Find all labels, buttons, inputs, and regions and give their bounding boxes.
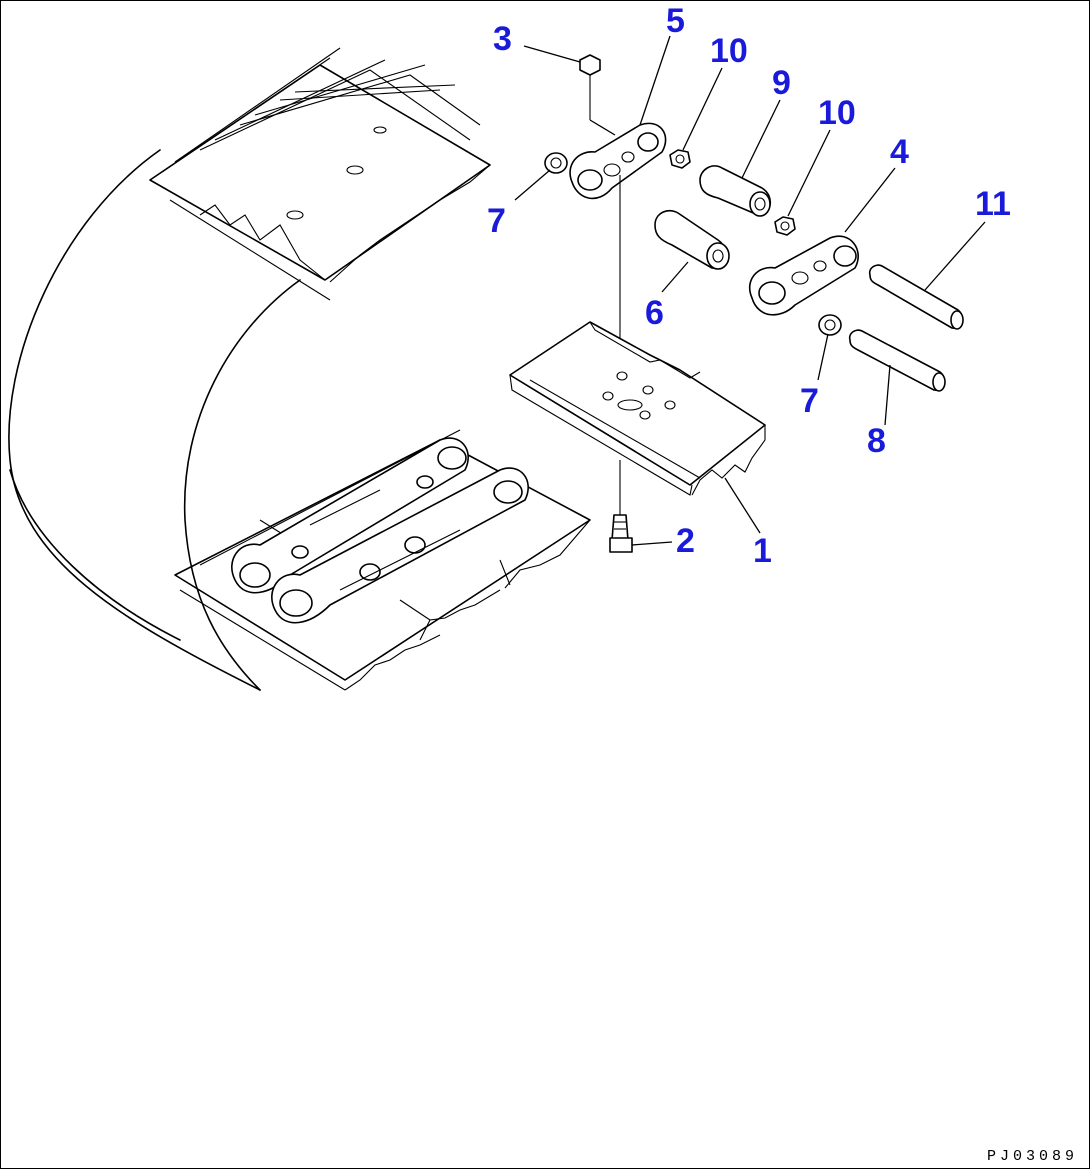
callout-4: 4 <box>890 133 909 171</box>
figure-code: PJ03089 <box>986 1148 1078 1165</box>
callout-9: 9 <box>772 64 791 102</box>
part-8-pin <box>848 329 946 392</box>
callout-10-upper: 10 <box>710 32 748 70</box>
callout-1: 1 <box>753 532 772 570</box>
part-7-seal-lower <box>818 314 842 336</box>
part-4-master-link <box>749 235 859 316</box>
callout-2: 2 <box>676 522 695 560</box>
part-9-bushing <box>699 165 771 217</box>
callout-3: 3 <box>493 20 512 58</box>
part-5-master-link <box>569 122 667 375</box>
callout-7-upper: 7 <box>487 202 506 240</box>
part-10-spacer-lower <box>774 216 796 236</box>
part-10-spacer-upper <box>669 149 691 169</box>
upper-track-shoes <box>149 47 491 301</box>
callout-5: 5 <box>666 2 685 40</box>
track-belt-outline <box>8 149 261 691</box>
part-6-bushing <box>654 209 730 270</box>
callout-10-lower: 10 <box>818 94 856 132</box>
callout-11: 11 <box>975 185 1011 223</box>
part-3-nut <box>579 54 601 120</box>
callout-8: 8 <box>867 422 886 460</box>
callout-labels: 3 5 10 9 10 4 11 7 6 7 8 2 1 <box>487 2 1011 570</box>
callout-6: 6 <box>645 294 664 332</box>
part-2-bolt <box>609 514 633 553</box>
part-1-track-shoe <box>509 321 766 515</box>
track-chain-assembly <box>8 47 591 691</box>
callout-7-lower: 7 <box>800 382 819 420</box>
chain-links <box>231 437 529 624</box>
part-11-pin <box>868 264 964 330</box>
leader-lines <box>514 35 986 546</box>
part-7-seal-upper <box>544 152 568 174</box>
